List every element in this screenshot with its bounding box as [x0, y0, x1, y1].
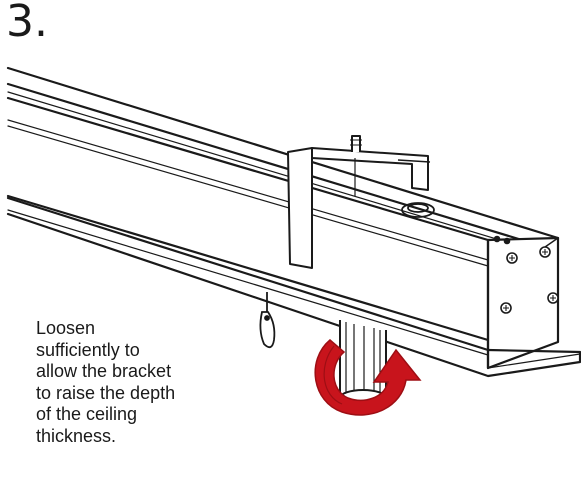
instruction-line: thickness. — [36, 425, 117, 446]
projector-screen-housing-icon — [6, 66, 581, 378]
rotate-arrow-icon — [314, 339, 422, 416]
instruction-line: allow the bracket — [36, 361, 172, 382]
instruction-line: to raise the depth — [36, 382, 176, 403]
adjustment-knob-icon — [339, 320, 387, 407]
step-number: 3. — [6, 0, 48, 47]
pull-cord-icon — [259, 292, 276, 349]
mounting-bracket-icon — [287, 135, 431, 269]
instruction-text: Loosen sufficiently to allow the bracket… — [36, 318, 206, 448]
top-port — [401, 202, 435, 218]
end-cap-screws — [493, 235, 559, 314]
instruction-line: Loosen — [36, 318, 96, 338]
instruction-line: of the ceiling — [36, 404, 138, 425]
instruction-line: sufficiently to — [36, 339, 140, 360]
